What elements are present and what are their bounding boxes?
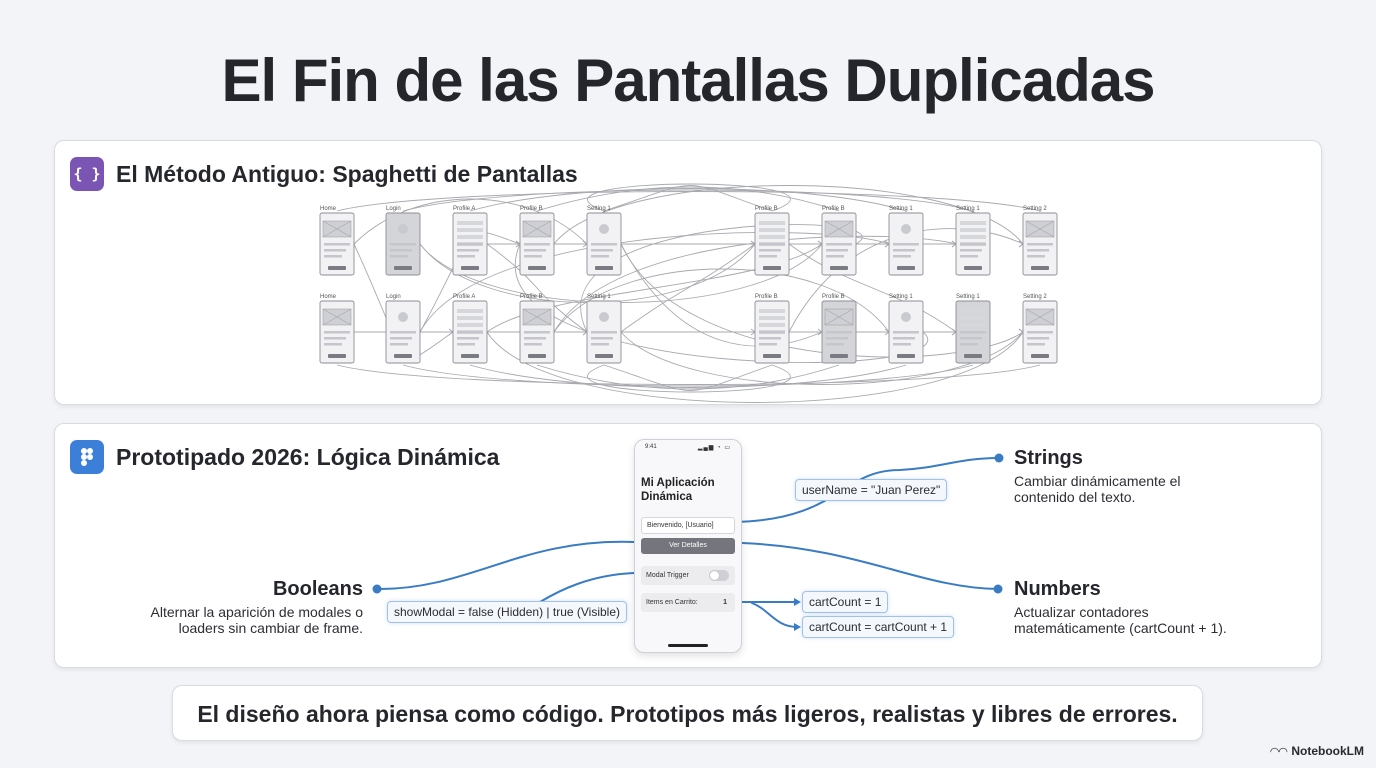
username-variable-tag: userName = "Juan Perez" <box>795 479 948 501</box>
phone-mockup: 9:41 ▂▄▆ ◔ ▭ Mi Aplicación Dinámica Bien… <box>634 439 742 653</box>
phone-status-icons: ▂▄▆ ◔ ▭ <box>697 445 731 451</box>
strings-description: Cambiar dinámicamente el contenido del t… <box>1014 473 1181 505</box>
wireframe-label: Setting 1 <box>956 294 980 300</box>
wireframe-screen: Setting 1 <box>888 206 924 276</box>
wireframe-label: Setting 2 <box>1023 294 1047 300</box>
phone-details-button[interactable]: Ver Detalles <box>641 538 735 554</box>
wireframe-screen: Profile A <box>452 294 488 364</box>
wireframe-label: Setting 1 <box>889 206 913 212</box>
showmodal-variable-tag: showModal = false (Hidden) | true (Visib… <box>387 601 627 623</box>
wireframe-label: Setting 1 <box>587 206 611 212</box>
brand-logo: ◠◠ NotebookLM <box>1270 744 1364 758</box>
booleans-description: Alternar la aparición de modales o loade… <box>150 604 363 636</box>
wireframe-screen: Profile B <box>821 206 857 276</box>
wireframe-label: Profile B <box>520 206 543 212</box>
cart-label: Items en Carrito: <box>646 599 698 606</box>
wireframe-screen: Setting 1 <box>586 294 622 364</box>
wireframe-screen: Profile B <box>754 206 790 276</box>
numbers-heading: Numbers <box>1014 578 1101 600</box>
wireframe-screen: Login <box>385 294 421 364</box>
wireframe-screen: Home <box>319 206 355 276</box>
numbers-description: Actualizar contadores matemáticamente (c… <box>1014 604 1227 636</box>
wireframe-screen: Setting 1 <box>955 294 991 364</box>
new-method-title: Prototipado 2026: Lógica Dinámica <box>116 443 500 470</box>
modal-trigger-toggle[interactable] <box>709 570 729 581</box>
wireframe-label: Profile B <box>755 294 778 300</box>
wireframe-screen: Profile A <box>452 206 488 276</box>
wireframe-label: Setting 1 <box>587 294 611 300</box>
wireframe-label: Profile B <box>520 294 543 300</box>
code-braces-icon: { } <box>70 157 104 191</box>
old-method-header: { } El Método Antiguo: Spaghetti de Pant… <box>70 157 578 191</box>
wireframe-label: Login <box>386 294 401 300</box>
wireframe-screen: Setting 2 <box>1022 206 1058 276</box>
wireframe-screen: Profile B <box>519 294 555 364</box>
wireframe-screen: Setting 1 <box>888 294 924 364</box>
wireframe-label: Setting 1 <box>889 294 913 300</box>
footer-summary: El diseño ahora piensa como código. Prot… <box>172 685 1203 741</box>
wireframe-label: Setting 2 <box>1023 206 1047 212</box>
cart-count-value: 1 <box>723 599 727 606</box>
old-method-title: El Método Antiguo: Spaghetti de Pantalla… <box>116 160 578 187</box>
wireframe-label: Setting 1 <box>956 206 980 212</box>
wireframe-screen: Setting 1 <box>955 206 991 276</box>
wireframe-label: Login <box>386 206 401 212</box>
wireframe-screen: Profile B <box>821 294 857 364</box>
phone-app-title: Mi Aplicación Dinámica <box>641 477 715 503</box>
wireframe-label: Profile B <box>755 206 778 212</box>
wireframe-screen: Home <box>319 294 355 364</box>
old-method-panel: { } El Método Antiguo: Spaghetti de Pant… <box>54 140 1322 405</box>
home-indicator <box>668 644 708 647</box>
phone-time: 9:41 <box>645 444 657 450</box>
new-method-header: Prototipado 2026: Lógica Dinámica <box>70 440 499 474</box>
wireframe-label: Profile A <box>453 294 475 300</box>
phone-modal-trigger-row: Modal Trigger <box>641 566 735 585</box>
wireframe-screen: Login <box>385 206 421 276</box>
wireframe-label: Profile B <box>822 294 845 300</box>
wireframe-label: Home <box>320 294 337 300</box>
wireframe-screen: Profile B <box>519 206 555 276</box>
wireframe-label: Profile A <box>453 206 475 212</box>
brand-name: NotebookLM <box>1291 744 1364 758</box>
phone-welcome-field[interactable]: Bienvenido, [Usuario] <box>641 517 735 534</box>
wireframe-screen: Profile B <box>754 294 790 364</box>
booleans-heading: Booleans <box>272 578 363 600</box>
cartcount-init-tag: cartCount = 1 <box>802 591 889 613</box>
wireframe-label: Home <box>320 206 337 212</box>
page-title: El Fin de las Pantallas Duplicadas <box>221 47 1155 114</box>
phone-cart-row: Items en Carrito: 1 <box>641 593 735 612</box>
modal-trigger-label: Modal Trigger <box>646 572 689 579</box>
strings-heading: Strings <box>1014 447 1083 469</box>
cartcount-increment-tag: cartCount = cartCount + 1 <box>802 616 955 638</box>
notebooklm-icon: ◠◠ <box>1270 745 1288 758</box>
wireframe-label: Profile B <box>822 206 845 212</box>
wireframe-screen: Setting 2 <box>1022 294 1058 364</box>
wireframe-screen: Setting 1 <box>586 206 622 276</box>
figma-icon <box>70 440 104 474</box>
